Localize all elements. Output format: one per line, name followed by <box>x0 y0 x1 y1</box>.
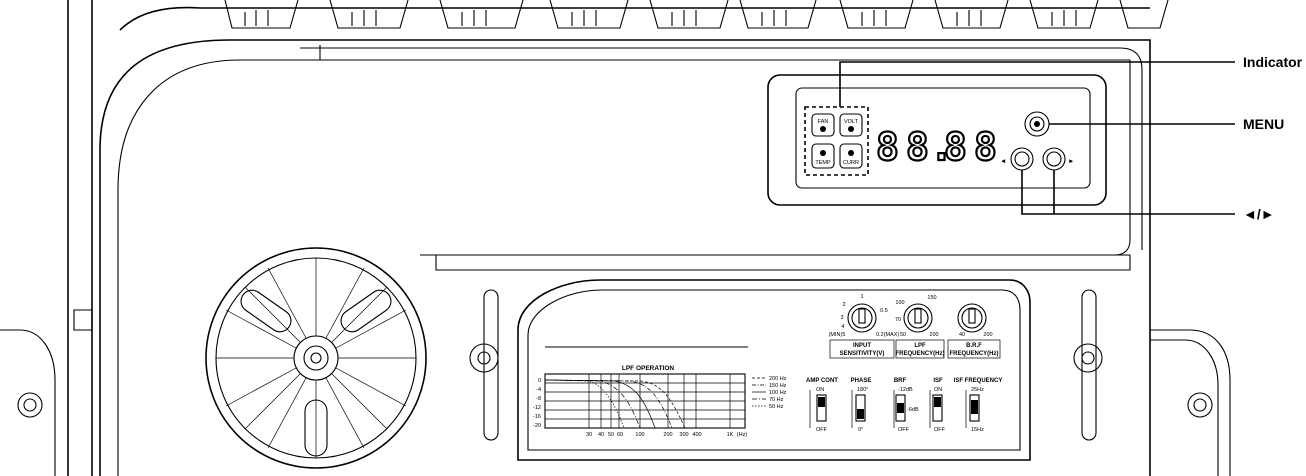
knob-input-label: SENSITIVITY(V) <box>840 351 885 357</box>
knob-input-mark: (MIN)5 <box>829 332 846 338</box>
knob-lpf-label: FREQUENCY(Hz) <box>896 351 945 357</box>
switch-isf-frequency[interactable]: ISF FREQUENCY 25Hz 15Hz <box>954 378 1003 433</box>
knob-brf-mark: 40 <box>959 332 965 338</box>
chassis-outline <box>0 0 1231 476</box>
graph-x-tick: 30 <box>586 432 592 438</box>
callout-menu: MENU <box>1243 116 1284 132</box>
control-panel <box>517 279 1031 461</box>
indicator-curr-label: CURR <box>843 160 859 166</box>
indicator-temp: TEMP <box>811 143 835 169</box>
switch-isf[interactable]: ISF ON OFF <box>929 378 946 433</box>
knob-lpf-mark: 200 <box>929 332 938 338</box>
knob-input-mark: 2 <box>842 302 845 308</box>
segment-dot: . <box>930 125 953 169</box>
switch-brf-title: BRF <box>894 378 907 384</box>
knob-lpf-mark: 50 <box>900 332 906 338</box>
switch-phase-title: PHASE <box>851 378 872 384</box>
graph-x-tick: 200 <box>663 432 672 438</box>
knob-brf-mark: 200 <box>983 332 992 338</box>
switch-amp-cont-title: AMP CONT <box>806 378 838 384</box>
knob-lpf-mark: 100 <box>895 300 904 306</box>
switch-isf-frequency-title: ISF FREQUENCY <box>954 378 1003 384</box>
knob-brf-label: FREQUENCY(Hz) <box>950 351 999 357</box>
graph-y-tick: -12 <box>533 405 541 411</box>
switch-amp-cont-top: ON <box>816 387 824 393</box>
knob-input-mark: 0.2(MAX) <box>876 332 899 338</box>
legend-entry: 70 Hz <box>769 397 784 403</box>
graph-y-tick: -20 <box>533 423 541 429</box>
graph-x-tick: 100 <box>635 432 644 438</box>
knob-input-sensitivity[interactable]: 1 2 0.5 3 4 (MIN)5 0.2(MAX) INPUT SENSIT… <box>829 294 900 359</box>
right-button[interactable] <box>1042 147 1066 171</box>
switch-brf-mid: -6dB <box>907 407 919 413</box>
switch-isf-top: ON <box>934 387 942 393</box>
graph-x-tick: 400 <box>692 432 701 438</box>
segment-digit-4: 8 <box>974 125 997 169</box>
callout-lines <box>839 61 1235 215</box>
switch-phase-bottom: 0° <box>858 427 863 433</box>
knob-brf-frequency[interactable]: 40 200 B.R.F FREQUENCY(Hz) <box>947 303 1001 359</box>
left-button[interactable] <box>1010 147 1034 171</box>
arrow-right-icon: ► <box>1068 158 1074 165</box>
switch-isf-frequency-bottom: 15Hz <box>971 427 984 433</box>
knob-input-mark: 0.5 <box>880 308 888 314</box>
menu-button[interactable] <box>1024 111 1050 137</box>
knob-lpf-mark: 70 <box>895 317 901 323</box>
switch-brf-bottom: OFF <box>898 427 910 433</box>
callout-indicator: Indicator <box>1243 54 1303 70</box>
lpf-operation-graph: LPF OPERATION 0 -4 -8 -12 <box>533 365 787 438</box>
graph-y-tick: -16 <box>533 414 541 420</box>
segment-digit-2: 8 <box>906 125 929 169</box>
legend-entry: 200 Hz <box>769 376 787 382</box>
cooling-fan <box>205 247 427 469</box>
knob-lpf-frequency[interactable]: 100 150 70 50 200 LPF FREQUENCY(Hz) <box>895 295 945 359</box>
graph-x-tick: 60 <box>617 432 623 438</box>
switch-brf[interactable]: BRF -12dB -6dB OFF <box>893 378 919 433</box>
switch-isf-title: ISF <box>933 378 943 384</box>
knob-lpf-mark: 150 <box>927 295 936 301</box>
switch-isf-frequency-top: 25Hz <box>971 387 984 393</box>
indicator-volt: VOLT <box>839 113 863 137</box>
top-fins <box>224 0 1169 29</box>
indicator-temp-label: TEMP <box>815 160 831 166</box>
graph-gridlines <box>545 374 745 428</box>
display-panel: FAN VOLT TEMP CURR 8 8 . 8 8 ◄ <box>767 74 1107 206</box>
graph-x-tick: 1K <box>727 432 734 438</box>
switch-phase[interactable]: PHASE 180° 0° <box>851 378 872 433</box>
graph-curves <box>544 379 686 429</box>
knob-input-mark: 1 <box>860 294 863 300</box>
graph-x-tick: (Hz) <box>737 432 748 438</box>
segment-digit-3: 8 <box>944 125 967 169</box>
arrow-left-icon: ◄ <box>1000 158 1006 165</box>
indicator-fan: FAN <box>811 113 835 137</box>
switch-amp-cont[interactable]: AMP CONT ON OFF <box>806 378 838 433</box>
switch-brf-top: -12dB <box>898 387 913 393</box>
legend-entry: 100 Hz <box>769 390 787 396</box>
legend-entry: 150 Hz <box>769 383 787 389</box>
segment-digit-1: 8 <box>876 125 899 169</box>
legend-entry: 50 Hz <box>769 404 784 410</box>
knob-brf-label: B.R.F <box>966 343 982 349</box>
graph-legend: 200 Hz 150 Hz 100 Hz 70 Hz 50 Hz <box>752 376 787 410</box>
graph-x-tick: 40 <box>598 432 604 438</box>
graph-x-tick: 50 <box>608 432 614 438</box>
switch-amp-cont-bottom: OFF <box>816 427 828 433</box>
knob-input-mark: 3 <box>840 315 843 321</box>
graph-y-tick: -4 <box>536 387 541 393</box>
graph-x-tick: 300 <box>679 432 688 438</box>
callout-arrows: ◄/► <box>1243 206 1275 222</box>
graph-title: LPF OPERATION <box>622 365 675 372</box>
knob-input-mark: 4 <box>841 324 844 330</box>
graph-y-tick: -8 <box>536 396 541 402</box>
indicator-volt-label: VOLT <box>844 119 859 125</box>
indicator-fan-label: FAN <box>818 119 829 125</box>
switch-phase-top: 180° <box>857 387 868 393</box>
indicator-curr: CURR <box>839 143 863 169</box>
indicator-group <box>804 106 869 176</box>
switch-isf-bottom: OFF <box>934 427 946 433</box>
knob-lpf-label: LPF <box>914 343 926 349</box>
knob-input-label: INPUT <box>853 343 871 349</box>
graph-y-tick: 0 <box>538 378 541 384</box>
